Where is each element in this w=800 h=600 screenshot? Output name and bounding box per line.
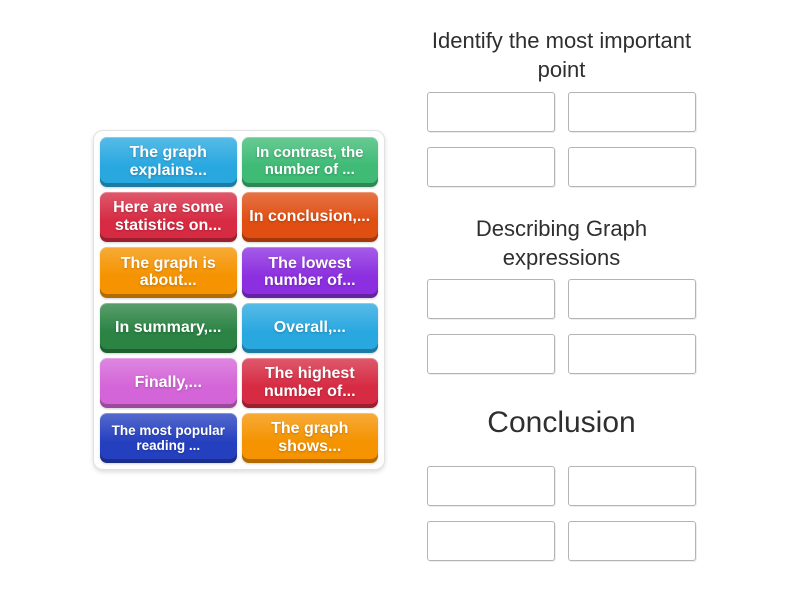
drop-slot[interactable] bbox=[427, 147, 555, 187]
drop-slot[interactable] bbox=[427, 279, 555, 319]
group-conclusion: Conclusion bbox=[427, 402, 696, 561]
tile-tray: The graph explains... In contrast, the n… bbox=[93, 130, 385, 470]
group-title: Conclusion bbox=[487, 406, 636, 439]
drop-slot[interactable] bbox=[427, 521, 555, 561]
word-tile[interactable]: In contrast, the number of ... bbox=[242, 137, 379, 187]
drop-slot[interactable] bbox=[568, 521, 696, 561]
word-tile[interactable]: Here are some statistics on... bbox=[100, 192, 237, 242]
drop-slot[interactable] bbox=[568, 147, 696, 187]
word-tile[interactable]: In summary,... bbox=[100, 303, 237, 353]
slot-grid bbox=[427, 279, 696, 374]
drop-slot[interactable] bbox=[427, 466, 555, 506]
drop-slot[interactable] bbox=[427, 92, 555, 132]
group-title: Describing Graph expressions bbox=[475, 216, 648, 270]
group-identify-most-important-point: Identify the most important point bbox=[427, 26, 696, 187]
word-tile[interactable]: The graph shows... bbox=[242, 413, 379, 463]
drop-slot[interactable] bbox=[568, 92, 696, 132]
word-tile[interactable]: Finally,... bbox=[100, 358, 237, 408]
group-describing-graph-expressions: Describing Graph expressions bbox=[427, 214, 696, 374]
drop-slot[interactable] bbox=[568, 334, 696, 374]
slot-grid bbox=[427, 92, 696, 187]
word-tile[interactable]: The lowest number of... bbox=[242, 247, 379, 297]
word-tile[interactable]: The most popular reading ... bbox=[100, 413, 237, 463]
word-tile[interactable]: The graph explains... bbox=[100, 137, 237, 187]
word-tile[interactable]: Overall,... bbox=[242, 303, 379, 353]
drop-slot[interactable] bbox=[568, 279, 696, 319]
word-tile[interactable]: In conclusion,... bbox=[242, 192, 379, 242]
slot-grid bbox=[427, 466, 696, 561]
drop-slot[interactable] bbox=[427, 334, 555, 374]
tile-grid: The graph explains... In contrast, the n… bbox=[100, 137, 378, 463]
group-title: Identify the most important point bbox=[431, 28, 692, 82]
word-tile[interactable]: The highest number of... bbox=[242, 358, 379, 408]
word-tile[interactable]: The graph is about... bbox=[100, 247, 237, 297]
drop-slot[interactable] bbox=[568, 466, 696, 506]
